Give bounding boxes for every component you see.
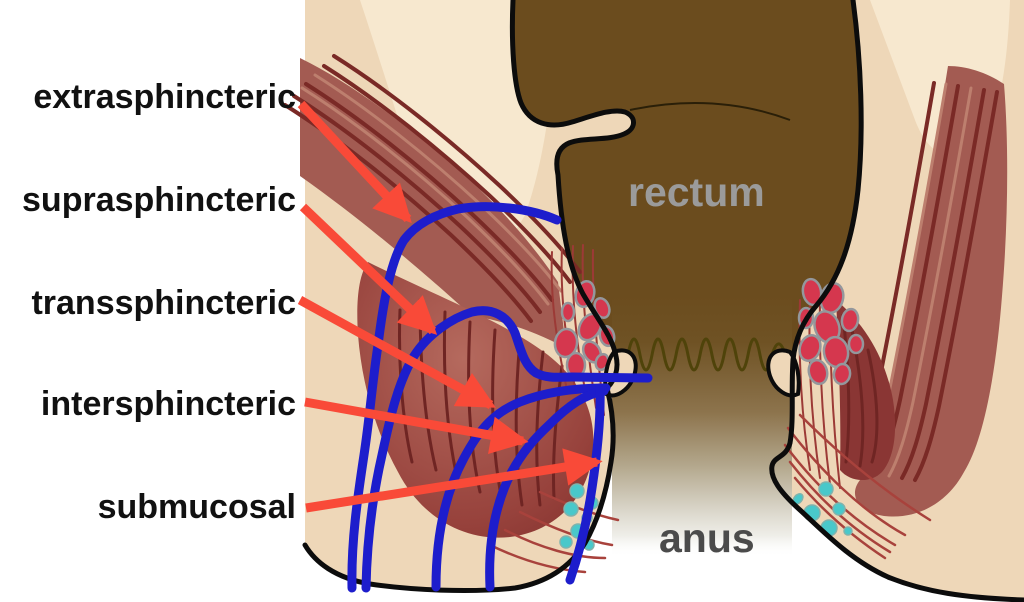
arrow-submucosal bbox=[305, 448, 603, 513]
rectum-shape bbox=[512, 0, 862, 388]
arrow-suprasphincteric bbox=[299, 203, 438, 335]
arrow-extrasphincteric bbox=[297, 100, 412, 224]
tract-extrasphincteric bbox=[347, 202, 562, 593]
tract-suprasphincteric bbox=[361, 306, 653, 593]
label-suprasphincteric: suprasphincteric bbox=[22, 181, 296, 219]
left-levator-muscle-band bbox=[283, 54, 582, 348]
rectum-label: rectum bbox=[628, 169, 765, 215]
dentate-line bbox=[626, 337, 786, 372]
pointer-arrows bbox=[297, 100, 603, 513]
arrow-transsphincteric bbox=[297, 296, 496, 409]
anus-label: anus bbox=[659, 515, 755, 561]
outline-left bbox=[302, 0, 636, 594]
arrow-intersphincteric bbox=[304, 397, 529, 454]
crypt-glands-right bbox=[797, 277, 865, 386]
label-transsphincteric: transsphincteric bbox=[31, 284, 296, 322]
skin-highlight-left bbox=[360, 0, 560, 266]
label-submucosal: submucosal bbox=[97, 488, 296, 526]
label-extrasphincteric: extrasphincteric bbox=[33, 78, 296, 116]
anal-canal-gradient bbox=[612, 295, 792, 557]
label-intersphincteric: intersphincteric bbox=[40, 385, 296, 423]
mucous-glands-right bbox=[792, 481, 853, 537]
tract-transsphincteric bbox=[431, 383, 611, 592]
tract-submucosal bbox=[565, 383, 605, 585]
rectal-fold-line bbox=[629, 101, 791, 121]
outline-right bbox=[769, 0, 1024, 602]
